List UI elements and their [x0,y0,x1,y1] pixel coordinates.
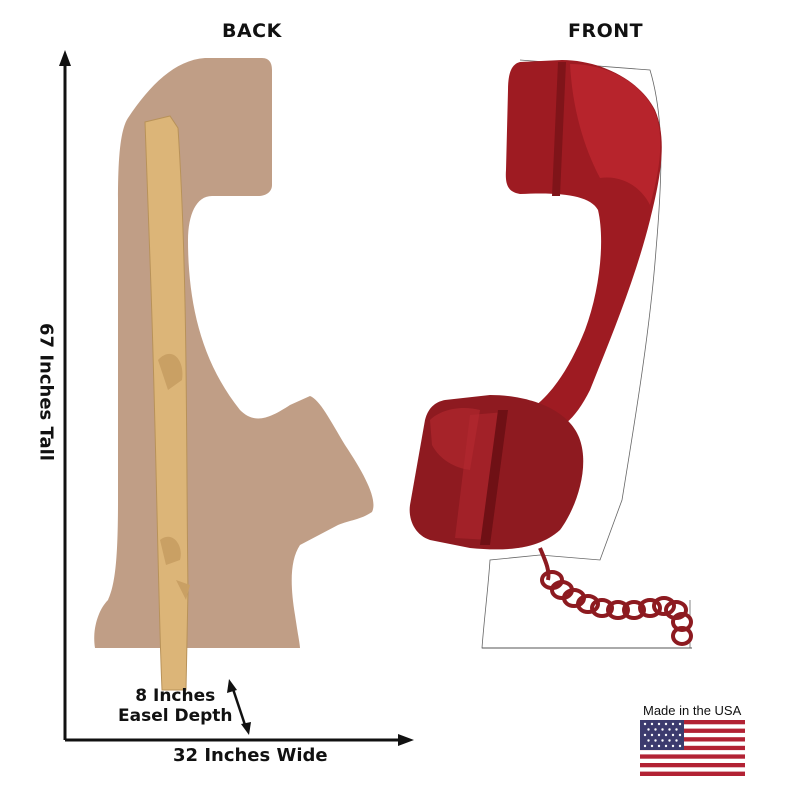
depth-arrow [230,685,248,729]
dimension-arrows [59,50,414,746]
telephone-receiver [409,60,662,550]
depth-value: 8 Inches [135,686,216,706]
height-dimension-label: 67 Inches Tall [35,323,57,461]
usa-flag-icon [640,720,745,776]
back-view-title: BACK [222,20,282,42]
easel-strut [144,115,190,691]
back-cutout [94,58,374,648]
width-dimension-label: 32 Inches Wide [173,745,328,766]
front-view-title: FRONT [568,20,644,42]
made-in-usa-label: Made in the USA [643,703,742,718]
easel-depth-label: 8 Inches Easel Depth [118,686,233,726]
telephone-cord [538,547,693,646]
depth-caption: Easel Depth [118,706,233,726]
